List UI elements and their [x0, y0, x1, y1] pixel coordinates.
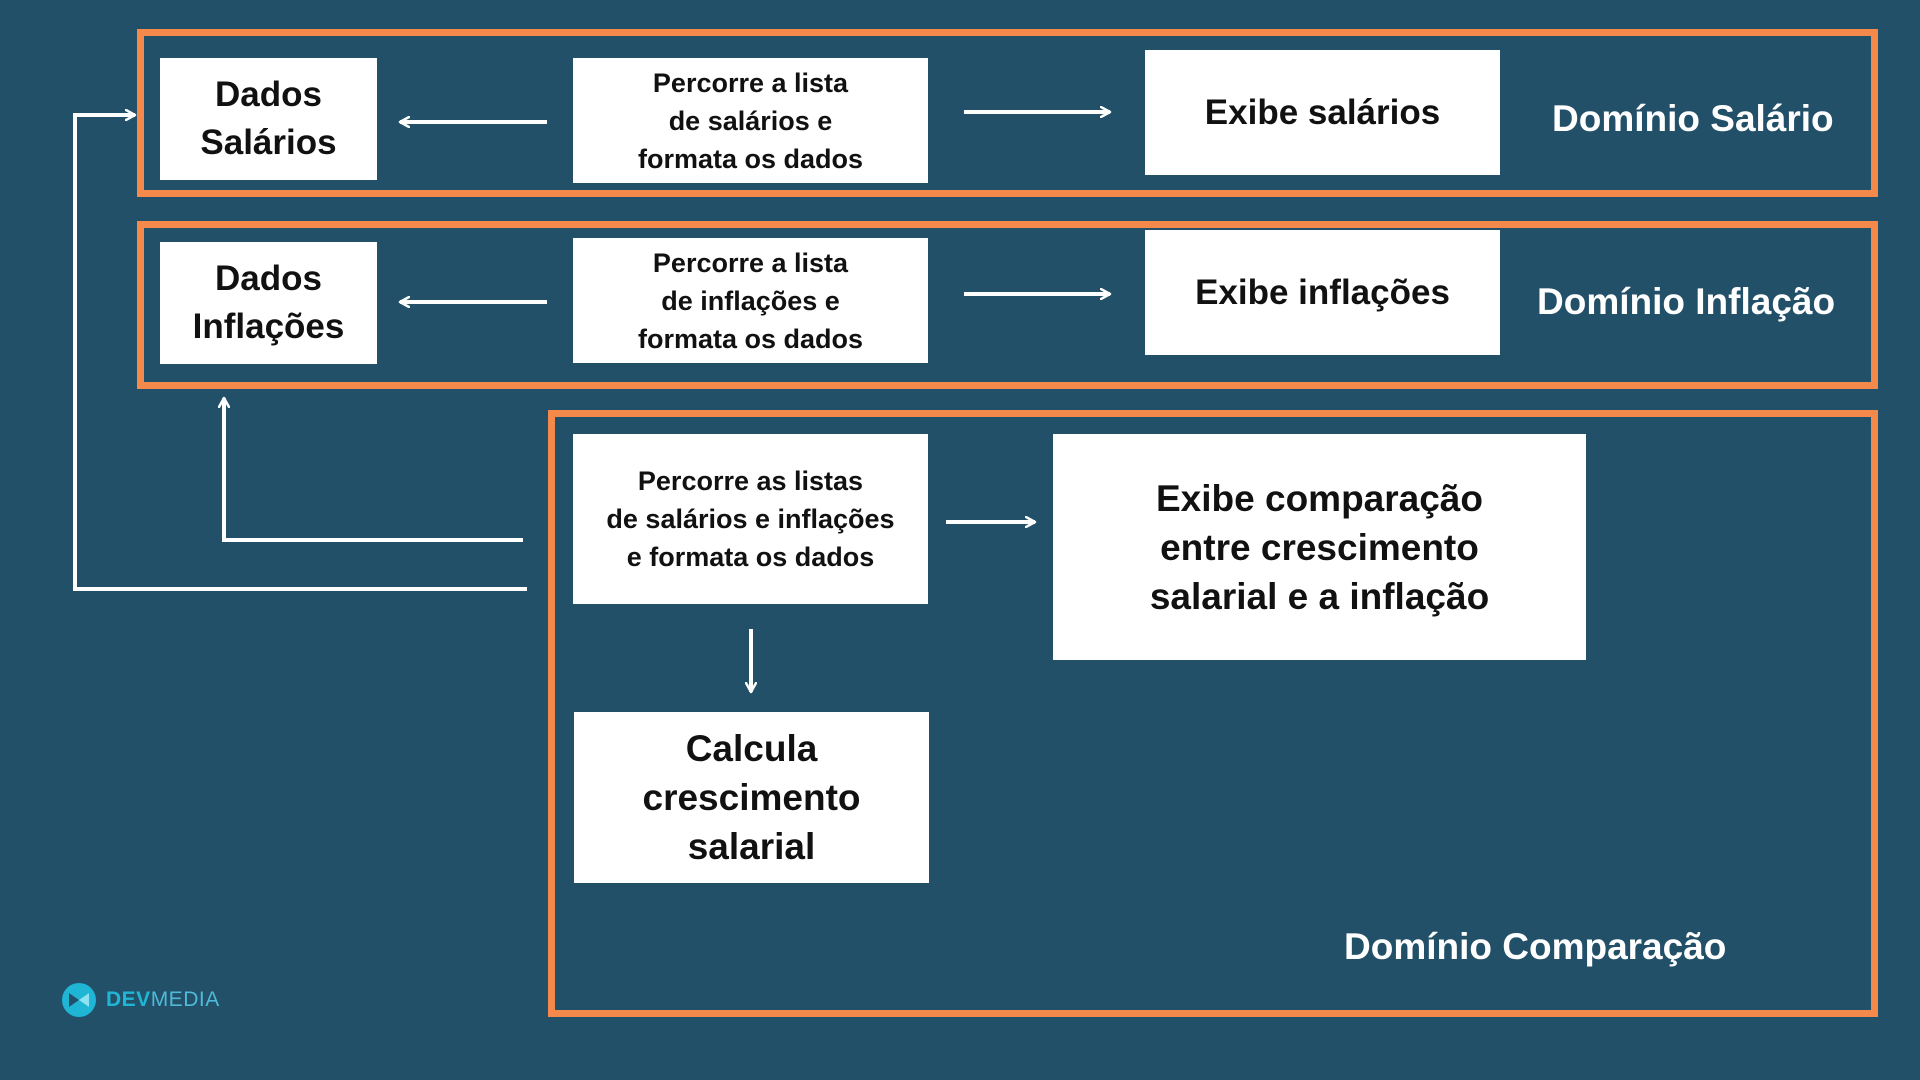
- arrow-comparacao-to-inflacoes: [224, 398, 523, 542]
- exibe-salarios-box: Exibe salários: [1145, 50, 1500, 175]
- domain-comparacao-label: Domínio Comparação: [1344, 926, 1727, 967]
- domain-inflacao-label: Domínio Inflação: [1537, 281, 1836, 322]
- devmedia-logo-text-primary: DEV: [106, 988, 151, 1011]
- comparacao-process-text: Percorre as listas de salários e inflaçõ…: [606, 466, 895, 572]
- dados-inflacoes-text: Dados Inflações: [192, 259, 345, 346]
- salario-process-box: Percorre a lista de salários e formata o…: [573, 58, 928, 183]
- calcula-crescimento-box: Calcula crescimento salarial: [574, 712, 929, 883]
- exibe-comparacao-text: Exibe comparação entre crescimento salar…: [1149, 477, 1490, 617]
- devmedia-logo-icon: [62, 983, 96, 1017]
- domain-salario-label: Domínio Salário: [1552, 98, 1834, 139]
- domain-comparacao-frame: [548, 410, 1878, 1017]
- devmedia-logo: DEVMEDIA: [60, 980, 220, 1020]
- exibe-inflacoes-box: Exibe inflações: [1145, 230, 1500, 355]
- salario-process-text: Percorre a lista de salários e formata o…: [637, 67, 864, 174]
- comparacao-process-box: Percorre as listas de salários e inflaçõ…: [573, 434, 928, 604]
- inflacao-process-box: Percorre a lista de inflações e formata …: [573, 238, 928, 363]
- devmedia-logo-text: DEVMEDIA: [106, 988, 220, 1012]
- exibe-inflacoes-text: Exibe inflações: [1195, 272, 1450, 312]
- dados-salarios-text: Dados Salários: [200, 75, 337, 162]
- dados-salarios-box: Dados Salários: [160, 58, 377, 180]
- inflacao-process-text: Percorre a lista de inflações e formata …: [637, 247, 864, 354]
- dados-inflacoes-box: Dados Inflações: [160, 242, 377, 364]
- exibe-salarios-text: Exibe salários: [1204, 92, 1441, 132]
- exibe-comparacao-box: Exibe comparação entre crescimento salar…: [1053, 434, 1586, 660]
- devmedia-logo-text-secondary: MEDIA: [150, 988, 220, 1011]
- calcula-crescimento-text: Calcula crescimento salarial: [642, 728, 861, 867]
